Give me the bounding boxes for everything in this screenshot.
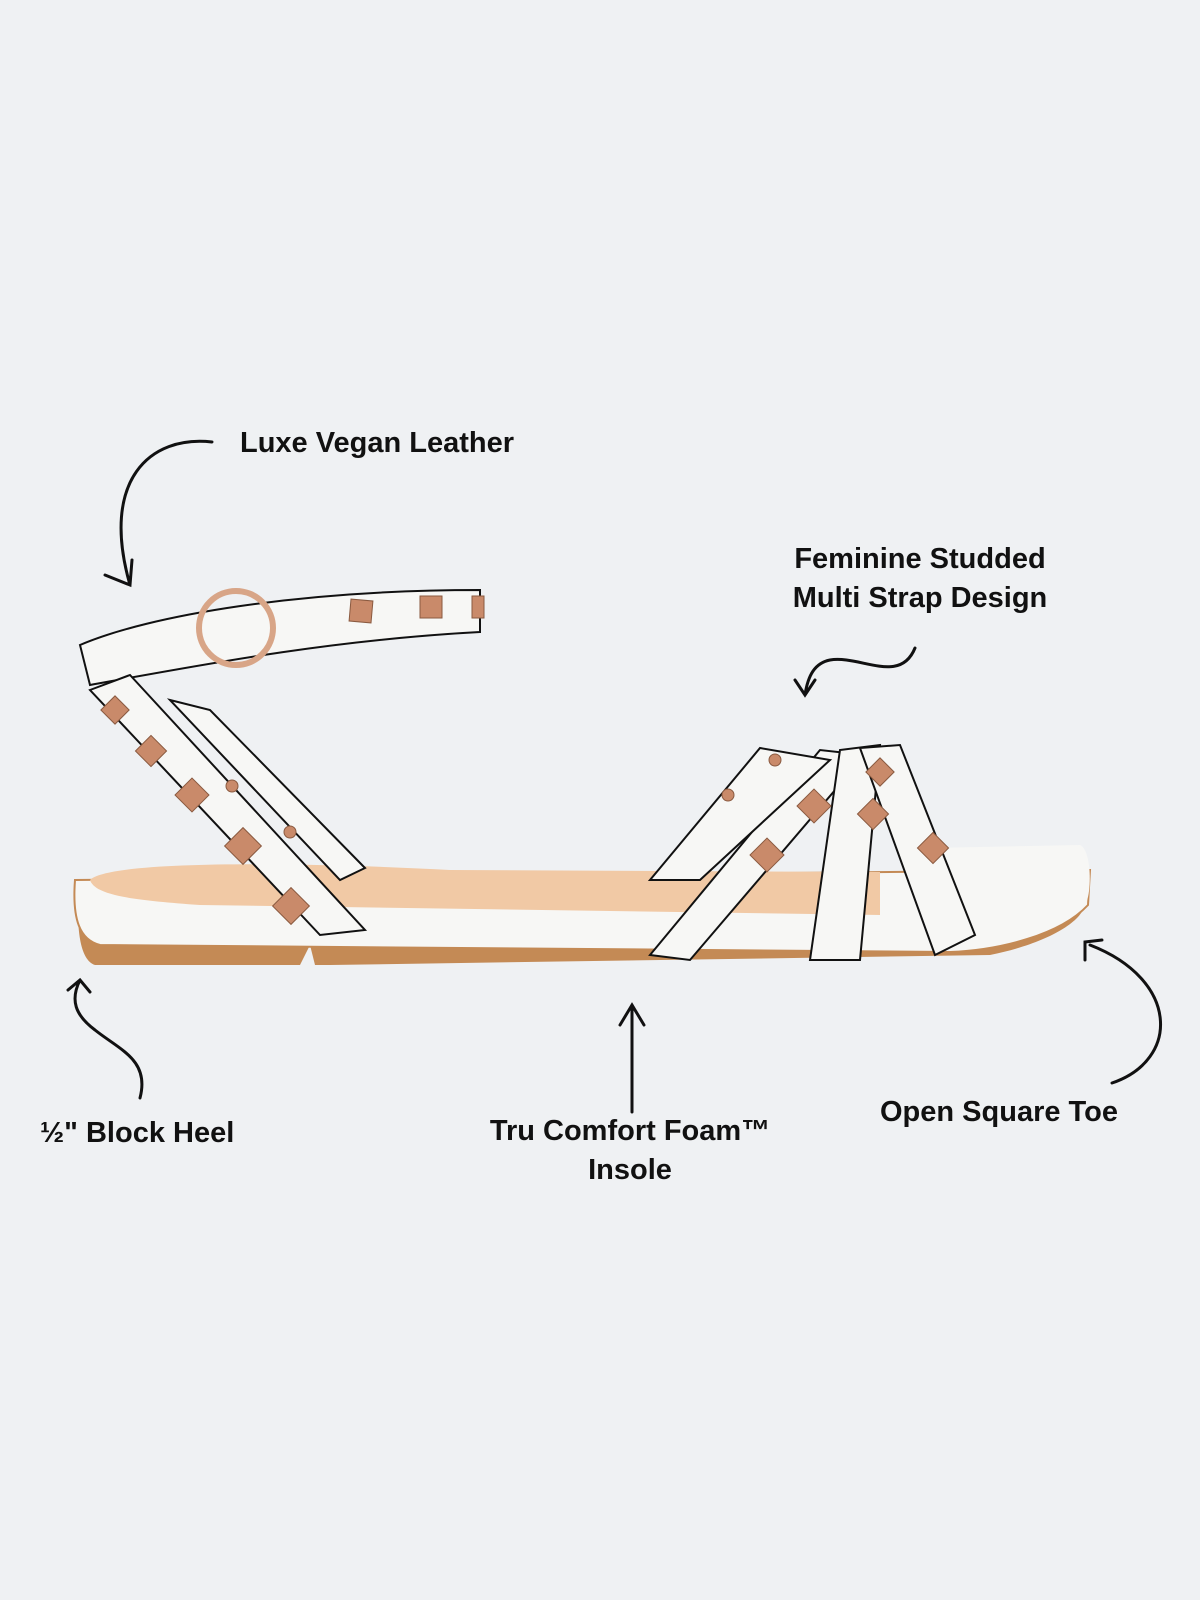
callout-straps-line2: Multi Strap Design <box>792 582 1048 614</box>
callout-toe: Open Square Toe <box>880 1096 1118 1128</box>
arrow-insole <box>618 1002 646 1114</box>
toe-strap-3 <box>808 743 882 961</box>
arrow-straps <box>793 646 917 698</box>
sandal <box>73 588 1092 965</box>
heel-strap-2 <box>166 698 367 882</box>
callout-straps: Feminine Studded Multi Strap Design <box>770 540 1070 618</box>
arrow-heel <box>66 977 144 1100</box>
arrow-toe <box>1083 938 1162 1085</box>
arrow-leather <box>103 439 214 588</box>
buckle <box>196 588 276 668</box>
callout-insole: Tru Comfort Foam™ Insole <box>470 1112 790 1190</box>
callout-insole-line2: Insole <box>588 1154 672 1186</box>
callout-insole-line1: Tru Comfort Foam™ <box>489 1115 771 1147</box>
callout-arrows <box>66 439 1162 1114</box>
callout-straps-line1: Feminine Studded <box>794 543 1046 575</box>
callout-heel: ½" Block Heel <box>40 1117 235 1149</box>
toe-strap-4 <box>858 743 977 957</box>
toe-box <box>930 845 1090 915</box>
callout-leather: Luxe Vegan Leather <box>240 427 514 459</box>
studs <box>100 595 950 926</box>
